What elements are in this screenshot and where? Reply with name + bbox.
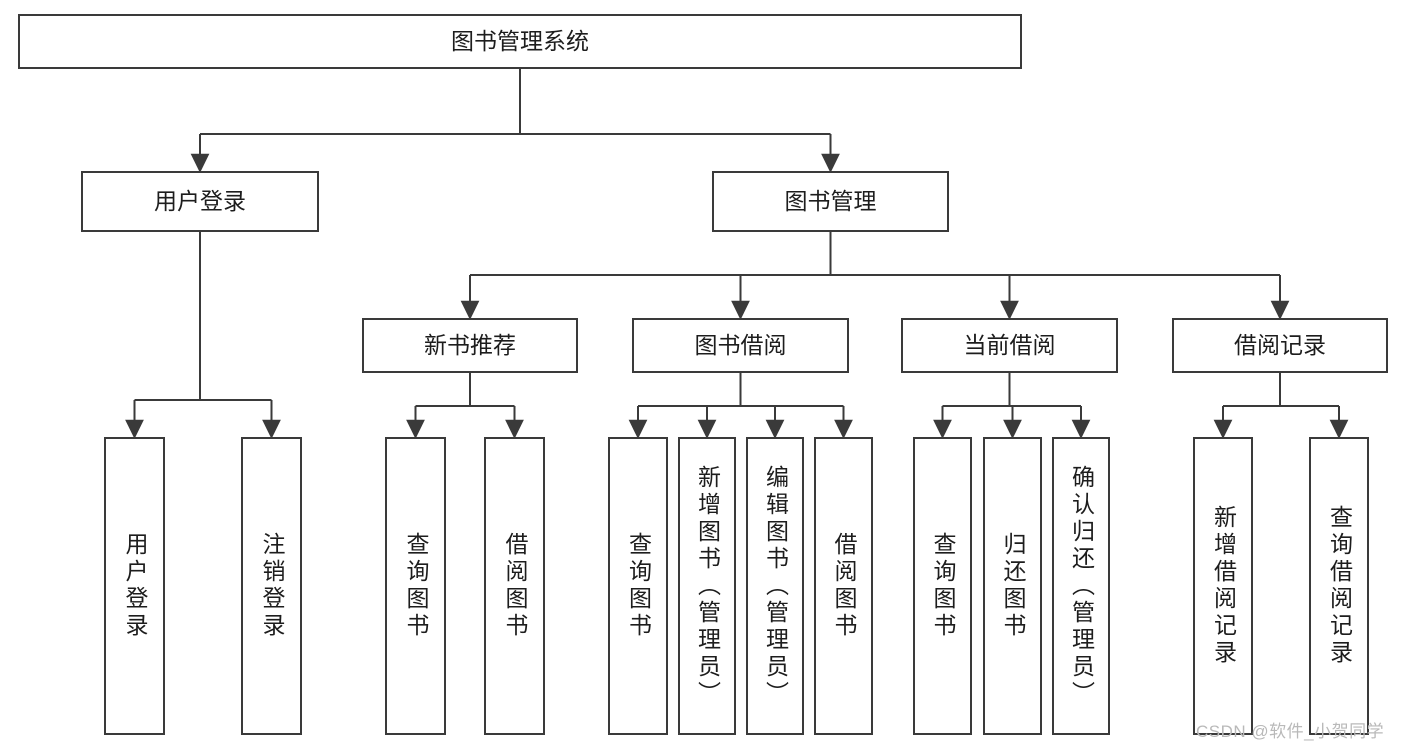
node-leaf-rec-add: 新增借阅记录	[1193, 437, 1253, 735]
node-label: 注销登录	[259, 532, 285, 640]
node-l2-user-login: 用户登录	[81, 171, 319, 232]
node-leaf-cur-confirm: 确认归还（管理员）	[1052, 437, 1110, 735]
node-l2-book-manage: 图书管理	[712, 171, 949, 232]
node-label: 查询图书	[930, 532, 956, 640]
node-label: 编辑图书（管理员）	[762, 464, 789, 708]
node-label: 新书推荐	[424, 332, 516, 359]
node-label: 查询借阅记录	[1326, 505, 1353, 667]
node-label: 借阅图书	[831, 532, 857, 640]
node-l3-new-book: 新书推荐	[362, 318, 578, 373]
node-label: 查询图书	[403, 532, 429, 640]
node-label: 借阅记录	[1234, 332, 1326, 359]
node-label: 借阅图书	[502, 532, 528, 640]
node-label: 图书借阅	[694, 332, 787, 359]
node-leaf-bo-add: 新增图书（管理员）	[678, 437, 736, 735]
node-leaf-cur-query: 查询图书	[913, 437, 972, 735]
node-leaf-nb-query: 查询图书	[385, 437, 446, 735]
node-l3-record: 借阅记录	[1172, 318, 1388, 373]
node-root: 图书管理系统	[18, 14, 1022, 69]
csdn-watermark: CSDN @软件_小贺同学	[1196, 722, 1385, 741]
node-leaf-user-login: 用户登录	[104, 437, 165, 735]
node-leaf-logout: 注销登录	[241, 437, 302, 735]
node-label: 确认归还（管理员）	[1068, 464, 1095, 708]
node-leaf-rec-query: 查询借阅记录	[1309, 437, 1369, 735]
node-label: 查询图书	[625, 532, 652, 640]
node-leaf-cur-return: 归还图书	[983, 437, 1042, 735]
node-l3-current: 当前借阅	[901, 318, 1118, 373]
node-label: 图书管理系统	[451, 28, 589, 55]
node-l3-borrow: 图书借阅	[632, 318, 849, 373]
node-label: 归还图书	[1000, 532, 1026, 640]
node-leaf-nb-borrow: 借阅图书	[484, 437, 545, 735]
node-label: 用户登录	[122, 532, 148, 640]
node-leaf-bo-edit: 编辑图书（管理员）	[746, 437, 804, 735]
node-label: 新增图书（管理员）	[694, 464, 721, 708]
node-label: 用户登录	[154, 188, 246, 215]
node-leaf-bo-borrow: 借阅图书	[814, 437, 873, 735]
node-leaf-bo-query: 查询图书	[608, 437, 668, 735]
node-label: 新增借阅记录	[1210, 505, 1237, 667]
node-label: 当前借阅	[963, 332, 1056, 359]
node-label: 图书管理	[784, 188, 877, 215]
